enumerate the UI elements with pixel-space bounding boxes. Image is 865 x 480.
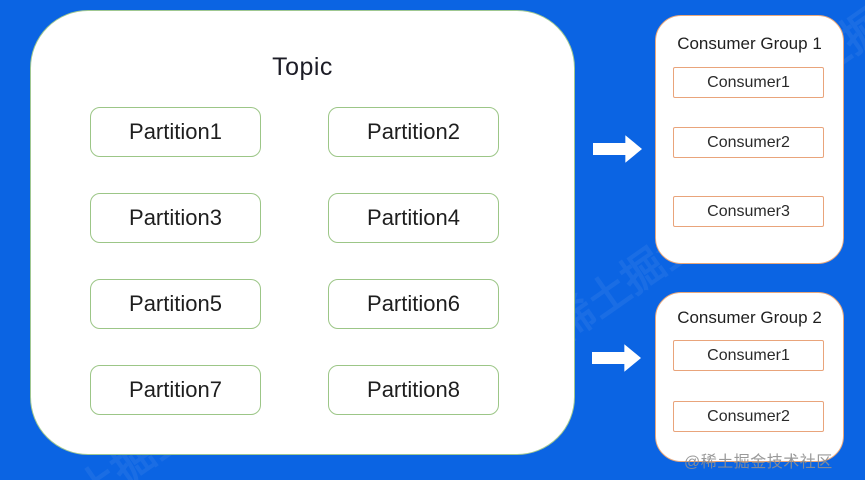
consumer-group-1-title: Consumer Group 1 (677, 34, 822, 53)
partition-grid: Partition1 Partition2 Partition3 Partiti… (90, 107, 499, 415)
partition-box-2: Partition2 (328, 107, 499, 157)
arrow-to-group1-icon (593, 135, 642, 163)
topic-title: Topic (272, 53, 333, 81)
group1-consumer-2: Consumer2 (673, 127, 824, 158)
consumer-group-1-box: Consumer Group 1 Consumer1 Consumer2 Con… (655, 15, 844, 264)
partition-box-3: Partition3 (90, 193, 261, 243)
group2-consumer-1: Consumer1 (673, 340, 824, 371)
group2-consumer-2: Consumer2 (673, 401, 824, 432)
partition-box-8: Partition8 (328, 365, 499, 415)
partition-box-6: Partition6 (328, 279, 499, 329)
consumer-group-2-box: Consumer Group 2 Consumer1 Consumer2 (655, 292, 844, 462)
consumer-group-2-title: Consumer Group 2 (677, 308, 822, 327)
partition-box-5: Partition5 (90, 279, 261, 329)
watermark-credit: @稀土掘金技术社区 (684, 454, 833, 471)
group1-consumer-1: Consumer1 (673, 67, 824, 98)
group1-consumer-3: Consumer3 (673, 196, 824, 227)
arrow-to-group2-icon (592, 344, 641, 372)
topic-box: Topic Partition1 Partition2 Partition3 P… (30, 10, 575, 455)
partition-box-4: Partition4 (328, 193, 499, 243)
partition-box-7: Partition7 (90, 365, 261, 415)
partition-box-1: Partition1 (90, 107, 261, 157)
